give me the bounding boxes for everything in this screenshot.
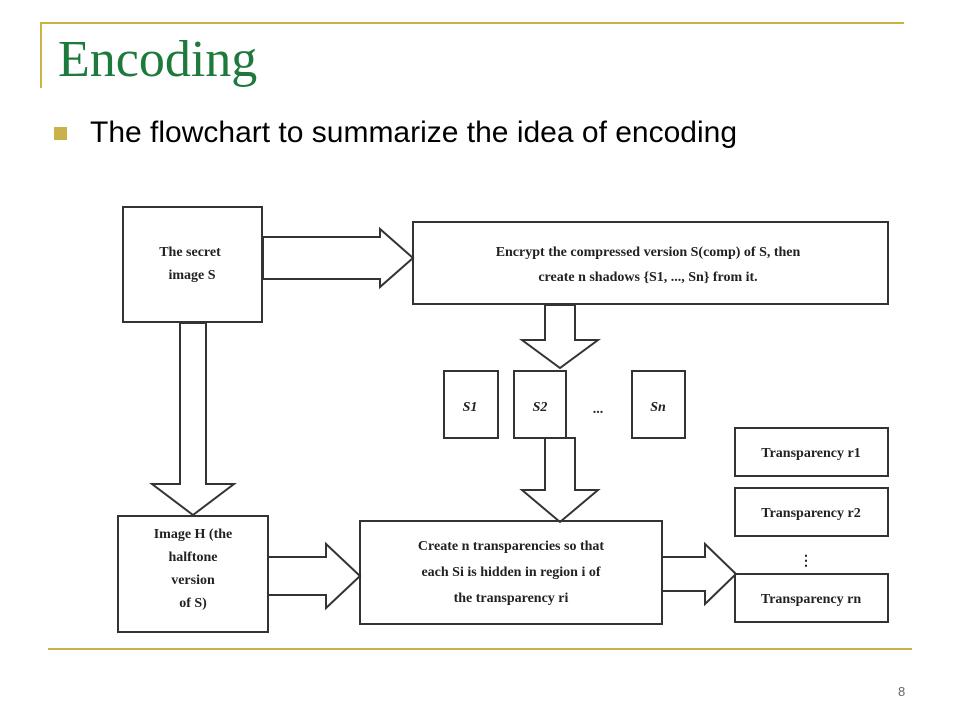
arrow-create-to-transparencies (661, 541, 738, 607)
arrow-secret-to-encrypt (262, 226, 415, 290)
shadow-box-1 (443, 370, 499, 439)
shadow-box-n (631, 370, 686, 439)
svg-text:Transparency rn: Transparency rn (761, 592, 861, 607)
svg-text:each Si is hidden in region i: each Si is hidden in region i of (421, 565, 600, 580)
shadow-label-2: S2 (533, 400, 548, 415)
frame-bottom-line (48, 648, 912, 650)
transparency-label-n: Transparency rn (761, 592, 861, 607)
create-transparencies-box (359, 520, 663, 625)
bullet-square-icon (54, 127, 67, 140)
create-label-1: Create n transparencies so that (418, 539, 604, 554)
transparency-ellipsis: ⋮ (799, 554, 813, 569)
svg-text:...: ... (593, 402, 604, 417)
encrypt-label-1: Encrypt the compressed version S(comp) o… (496, 245, 801, 260)
secret-image-label-2: image S (168, 268, 215, 283)
svg-text:create n shadows {S1, ..., Sn}: create n shadows {S1, ..., Sn} from it. (538, 270, 757, 285)
secret-image-label-1: The secret (159, 245, 221, 260)
transparency-box-n (734, 573, 889, 623)
svg-text:⋮: ⋮ (799, 554, 813, 569)
svg-text:Create n transparencies so tha: Create n transparencies so that (418, 539, 604, 554)
shadow-ellipsis: ... (593, 402, 604, 417)
halftone-label-4: of S) (179, 596, 207, 611)
svg-text:The secret: The secret (159, 245, 221, 260)
frame-left-line (40, 22, 42, 88)
svg-text:Encrypt the compressed version: Encrypt the compressed version S(comp) o… (496, 245, 801, 260)
svg-text:image S: image S (168, 268, 215, 283)
svg-text:S2: S2 (533, 400, 548, 415)
encrypt-label-2: create n shadows {S1, ..., Sn} from it. (538, 270, 757, 285)
page-number: 8 (898, 684, 906, 699)
halftone-label-2: halftone (169, 550, 218, 565)
transparency-label-2: Transparency r2 (761, 506, 860, 521)
bullet-text: The flowchart to summarize the idea of e… (90, 116, 738, 149)
svg-text:halftone: halftone (169, 550, 218, 565)
svg-text:version: version (171, 573, 215, 588)
arrow-secret-to-halftone (149, 322, 237, 517)
transparency-box-1 (734, 427, 889, 477)
create-label-2: each Si is hidden in region i of (421, 565, 600, 580)
svg-text:the transparency ri: the transparency ri (454, 591, 569, 606)
transparency-box-2 (734, 487, 889, 537)
frame-top-line (40, 22, 904, 24)
arrow-encrypt-to-shadows (518, 304, 602, 370)
create-label-3: the transparency ri (454, 591, 569, 606)
halftone-label-1: Image H (the (154, 527, 233, 542)
secret-image-box (122, 206, 263, 323)
svg-text:Sn: Sn (650, 400, 666, 415)
halftone-box (117, 515, 269, 633)
svg-text:of S): of S) (179, 596, 207, 611)
arrow-halftone-to-create (267, 541, 362, 611)
arrow-shadow-to-create (519, 437, 601, 524)
svg-text:Transparency r1: Transparency r1 (761, 446, 860, 461)
shadow-label-n: Sn (650, 400, 666, 415)
transparency-label-1: Transparency r1 (761, 446, 860, 461)
shadow-label-1: S1 (463, 400, 478, 415)
slide-title: Encoding (58, 31, 258, 88)
encrypt-box (412, 221, 889, 305)
halftone-label-3: version (171, 573, 215, 588)
shadow-box-2 (513, 370, 567, 439)
svg-text:S1: S1 (463, 400, 478, 415)
svg-text:Image H (the: Image H (the (154, 527, 233, 542)
svg-text:Transparency r2: Transparency r2 (761, 506, 860, 521)
